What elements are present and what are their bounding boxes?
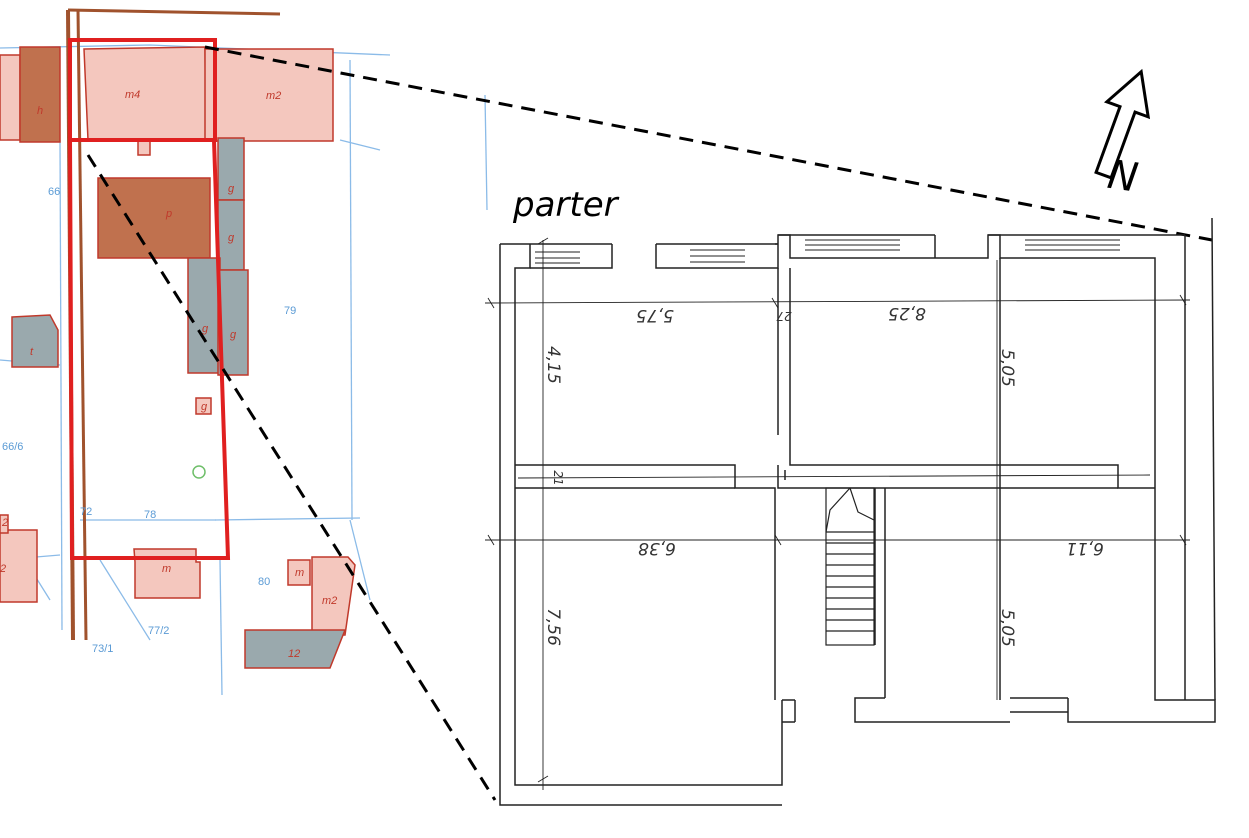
building-t: [11, 314, 59, 368]
buildings: [0, 46, 356, 669]
north-label: N: [1105, 152, 1141, 202]
map-label-p: p: [165, 208, 172, 220]
building-m-bottom: [133, 548, 201, 599]
map-label-g-4: g: [230, 329, 237, 341]
building-g-2: [217, 199, 245, 271]
map-parcel-labels: 66 79 66/6 78 80 77/2 72 73/1: [2, 186, 296, 655]
dim-4-15: 4,15: [543, 346, 563, 384]
map-label-g-1: g: [228, 183, 235, 195]
building-g-1: [217, 137, 245, 201]
building-p: [97, 177, 211, 259]
parcel-label-66-6: 66/6: [2, 441, 23, 453]
parcel-label-77-2: 77/2: [148, 625, 169, 637]
staircase: [825, 487, 875, 646]
map-label-m-bottom: m: [162, 563, 171, 575]
dimension-lines: [484, 237, 1191, 790]
site-map: h m4 m2 g g g g p t g m m m2 12 2 2 66 7…: [0, 8, 488, 696]
dim-6-11: 6,11: [1066, 538, 1104, 558]
dim-5-05-bottom: 5,05: [997, 609, 1017, 647]
dim-6-38: 6,38: [638, 538, 676, 558]
map-label-g-3: g: [202, 323, 209, 335]
building-12: [244, 629, 347, 669]
dim-27: 27: [776, 309, 792, 323]
floor-plan-dimensions: 5,75 27 8,25 4,15 5,05 21 6,38 6,11 7,56…: [543, 303, 1104, 647]
map-label-2-left: 2: [0, 563, 6, 575]
map-label-g-small: g: [201, 401, 208, 413]
window-hatches: [535, 239, 1120, 264]
map-label-m-right: m: [295, 567, 304, 579]
tree-symbol: [192, 465, 206, 479]
building-small-left: [0, 514, 9, 534]
connector-bottom: [86, 154, 497, 801]
north-arrow: [1094, 68, 1151, 180]
parcel-label-79: 79: [284, 305, 296, 317]
dim-7-56: 7,56: [543, 608, 563, 646]
floor-title: parter: [512, 185, 620, 225]
floor-plan: [484, 217, 1216, 806]
highlighted-plot: [68, 38, 217, 142]
map-label-t: t: [30, 346, 34, 358]
building-m2-top: [204, 48, 334, 142]
building-bottom-left-2: [0, 529, 38, 603]
building-small-g: [195, 397, 212, 415]
parcel-label-72: 72: [80, 506, 92, 518]
outer-walls: [499, 217, 1216, 806]
highlighted-plot-lower: [68, 139, 231, 560]
zoom-connector-lines: [86, 45, 1213, 801]
parcel-label-78: 78: [144, 509, 156, 521]
interior-walls: [515, 258, 1155, 700]
dim-5-05-top: 5,05: [997, 349, 1017, 387]
parcel-label-80: 80: [258, 576, 270, 588]
connector-top: [204, 45, 1213, 242]
map-label-m4: m4: [125, 89, 140, 101]
map-label-12: 12: [288, 648, 300, 660]
map-building-labels: h m4 m2 g g g g p t g m m m2 12 2 2: [0, 89, 337, 660]
building-h: [19, 46, 61, 143]
map-label-m2-top: m2: [266, 90, 281, 102]
north-arrow-shape: [1094, 68, 1151, 180]
dim-21: 21: [551, 470, 565, 485]
dim-8-25: 8,25: [888, 303, 926, 323]
parcel-boundaries: [0, 44, 488, 696]
map-label-2-small: 2: [1, 517, 8, 529]
building-left-pink: [0, 54, 21, 141]
map-label-m2-bottom: m2: [322, 595, 337, 607]
map-label-g-2: g: [228, 232, 235, 244]
parcel-label-73-1: 73/1: [92, 643, 113, 655]
building-m-right: [287, 559, 311, 586]
parcel-label-66: 66: [48, 186, 60, 198]
building-m2-bottom: [311, 556, 356, 636]
dim-5-75: 5,75: [636, 305, 674, 325]
map-label-h: h: [37, 105, 43, 117]
